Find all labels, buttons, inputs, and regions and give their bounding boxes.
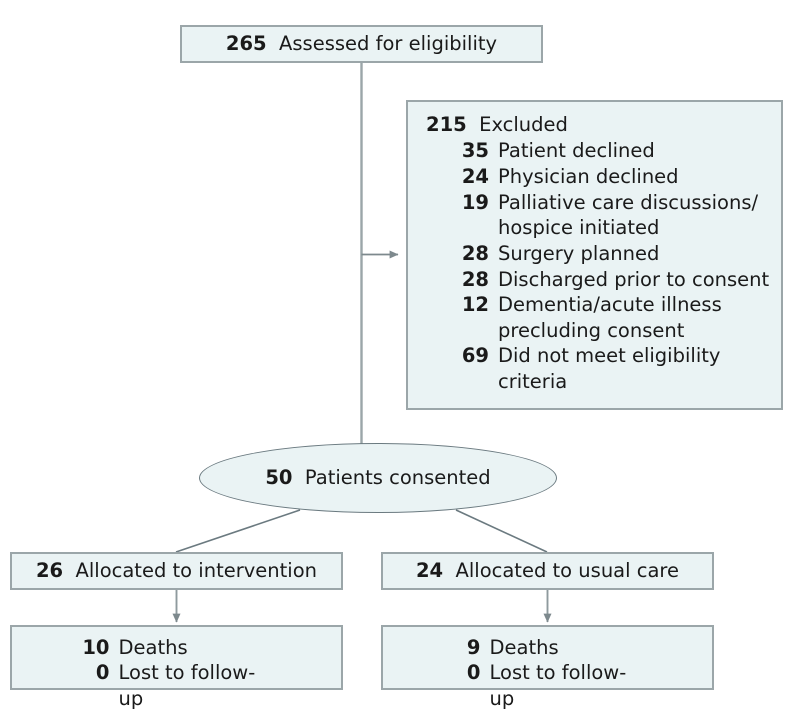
node-patients-consented: 50 Patients consented (199, 443, 557, 513)
outcome-label: Deaths (118, 636, 188, 659)
alloc-intervention-label: Allocated to intervention (75, 559, 317, 583)
list-item: 9 Deaths (453, 635, 643, 660)
assessed-count: 265 (225, 32, 267, 56)
consented-label: Patients consented (304, 466, 491, 490)
outcome-count: 9 (466, 636, 481, 659)
connector-consented-to-usual-care (455, 509, 548, 553)
alloc-usual-text: 24 Allocated to usual care (416, 558, 679, 584)
outcome-label: Deaths (489, 636, 559, 659)
alloc-usual-count: 24 (415, 559, 444, 583)
reason-label: Physician declined (498, 164, 679, 188)
reason-count: 28 (461, 267, 489, 291)
outcome-label: Lost to follow-up (118, 661, 256, 710)
outcome-count: 10 (82, 636, 110, 659)
alloc-intervention-text: 26 Allocated to intervention (36, 558, 317, 584)
consented-text: 50 Patients consented (265, 465, 490, 491)
list-item: 19 Palliative care discussions/ hospice … (459, 190, 771, 241)
node-outcome-intervention: 10 Deaths 0 Lost to follow-up (10, 625, 343, 710)
list-item: 24 Physician declined (459, 164, 771, 190)
reason-count: 35 (461, 139, 489, 163)
list-item: 10 Deaths (82, 635, 272, 660)
reason-label: Palliative care discussions/ hospice ini… (498, 190, 759, 240)
outcome-label: Lost to follow-up (489, 661, 627, 710)
excluded-reason-list: 35 Patient declined 24 Physician decline… (426, 138, 771, 394)
list-item: 28 Surgery planned (459, 241, 771, 267)
alloc-usual-label: Allocated to usual care (455, 559, 680, 583)
node-assessed-for-eligibility: 265 Assessed for eligibility (180, 25, 543, 63)
reason-count: 24 (461, 164, 489, 188)
node-excluded: 215 Excluded 35 Patient declined 24 Phys… (406, 100, 783, 410)
reason-count: 28 (461, 241, 489, 265)
reason-label: Dementia/acute illness precluding consen… (498, 293, 722, 342)
excluded-heading: 215 Excluded (426, 112, 771, 137)
connector-consented-to-intervention (175, 509, 301, 553)
assessed-text: 265 Assessed for eligibility (226, 31, 497, 57)
node-allocated-to-intervention: 26 Allocated to intervention (10, 552, 343, 590)
reason-label: Did not meet eligibility criteria (498, 344, 721, 394)
list-item: 12 Dementia/acute illness precluding con… (459, 292, 771, 343)
list-item: 35 Patient declined (459, 138, 771, 164)
list-item: 28 Discharged prior to consent (459, 267, 771, 293)
reason-label: Patient declined (498, 139, 655, 163)
reason-count: 69 (461, 344, 489, 368)
outcome-count: 0 (95, 661, 110, 685)
node-outcome-usual-care: 9 Deaths 0 Lost to follow-up (381, 625, 714, 710)
reason-label: Surgery planned (498, 241, 660, 265)
reason-count: 19 (461, 190, 489, 214)
outcome-intervention-list: 10 Deaths 0 Lost to follow-up (12, 635, 341, 711)
outcome-usual-list: 9 Deaths 0 Lost to follow-up (383, 635, 712, 711)
excluded-count: 215 (426, 113, 467, 136)
list-item: 69 Did not meet eligibility criteria (459, 343, 771, 394)
node-allocated-to-usual-care: 24 Allocated to usual care (381, 552, 714, 590)
reason-count: 12 (461, 293, 489, 317)
consented-count: 50 (265, 466, 293, 490)
list-item: 0 Lost to follow-up (453, 660, 643, 711)
assessed-label: Assessed for eligibility (279, 32, 498, 56)
list-item: 0 Lost to follow-up (82, 660, 272, 711)
reason-label: Discharged prior to consent (498, 267, 770, 291)
alloc-intervention-count: 26 (35, 559, 64, 583)
excluded-label: Excluded (479, 113, 568, 136)
outcome-count: 0 (466, 661, 481, 685)
